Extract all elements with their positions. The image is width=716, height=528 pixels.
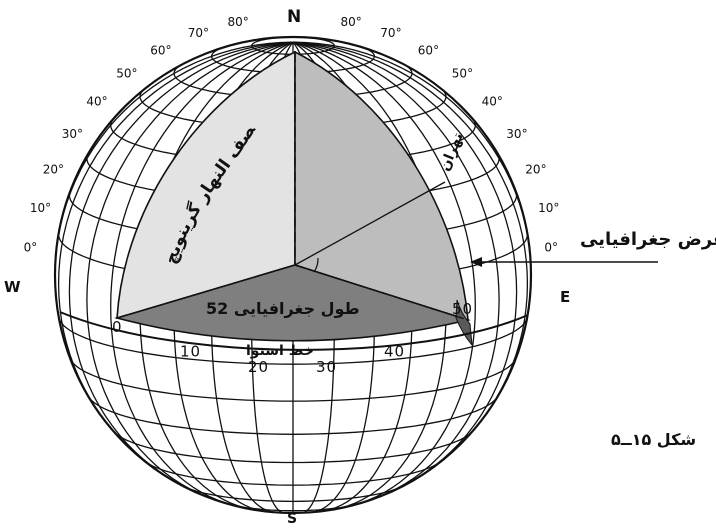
meridian-line <box>68 41 294 481</box>
latitude-tick-label: 60° <box>150 43 171 57</box>
sphere-outline <box>53 35 533 515</box>
longitude-tick-label: 0 <box>112 318 123 336</box>
latitude-tick-label: 20° <box>525 163 546 177</box>
latitude-tick-label: 20° <box>43 163 64 177</box>
latitude-tick-label: 80° <box>341 15 362 29</box>
latitude-tick-label: 0° <box>544 241 558 255</box>
east-label: E <box>560 288 570 306</box>
angle-arc <box>313 257 319 273</box>
tehran-radius <box>294 181 446 266</box>
latitude-tick-label: 30° <box>506 127 527 141</box>
longitude-tick-label: 20 <box>248 358 269 376</box>
figure-caption: شکل ۱۵ــ۵ <box>611 430 696 449</box>
equator-label: خط استوا <box>246 343 314 359</box>
latitude-tick-label: 40° <box>482 94 503 108</box>
longitude-tick-label: 10 <box>180 343 201 361</box>
equator-line <box>59 311 529 351</box>
latitude-scale-right: 80° 70° 60° 50° 40° 30° 20° 10° 0° <box>341 15 560 255</box>
latitude-label: عرض جغرافیایی <box>580 229 716 250</box>
latitude-tick-label: 30° <box>62 127 83 141</box>
latitude-arrowhead <box>470 257 482 267</box>
greenwich-face <box>116 50 296 320</box>
meridian-line <box>57 41 294 429</box>
latitude-scale-left: 80° 70° 60° 50° 40° 30° 20° 10° 0° <box>24 15 249 255</box>
longitude-tick-label: 40 <box>384 343 405 361</box>
longitude-tick-label: 30 <box>316 358 337 376</box>
latitude-tick-label: 80° <box>228 15 249 29</box>
latitude-tick-label: 0° <box>24 241 38 255</box>
west-label: W <box>4 278 21 296</box>
meridian-line <box>292 41 518 481</box>
latitude-tick-label: 10° <box>538 201 559 215</box>
longitude-scale: 0 10 20 30 40 50 <box>112 300 473 376</box>
latitude-tick-label: 70° <box>380 26 401 40</box>
meridian-line <box>86 41 294 499</box>
meridian-line <box>110 41 294 507</box>
meridian-52-face <box>294 50 469 322</box>
latitude-tick-label: 50° <box>452 66 473 80</box>
greenwich-radius <box>116 264 296 319</box>
longitude-label: طول جغرافیایی 52 <box>206 299 360 318</box>
latitude-tick-label: 70° <box>188 26 209 40</box>
meridian-radius <box>294 264 469 321</box>
meridian-line <box>292 41 476 507</box>
latitude-tick-label: 40° <box>86 94 107 108</box>
cutaway-wedge <box>114 50 473 347</box>
meridian-line <box>292 41 529 429</box>
south-label: S <box>287 511 297 527</box>
equatorial-plane <box>114 264 471 342</box>
north-label: N <box>287 7 301 27</box>
latitude-tick-label: 10° <box>30 201 51 215</box>
meridian-line <box>292 41 500 499</box>
latitude-tick-label: 50° <box>116 66 137 80</box>
longitude-tick-label: 50 <box>452 300 473 318</box>
latitude-tick-label: 60° <box>418 43 439 57</box>
